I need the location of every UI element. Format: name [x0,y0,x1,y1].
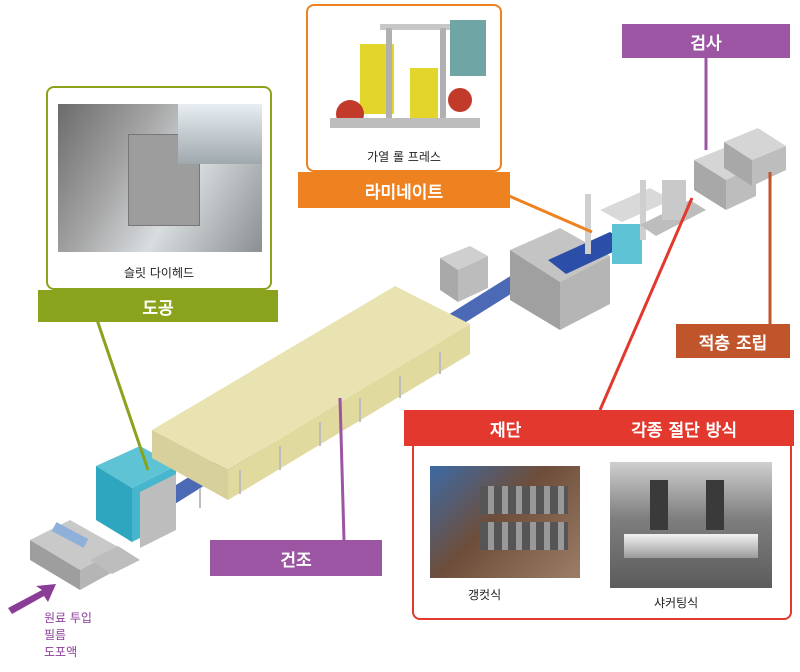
hot-roll-press-illustration [330,20,486,128]
coating-tag: 도공 [38,290,278,322]
slit-die-panel: 슬릿 다이헤드 [46,86,272,290]
drying-tag: 건조 [210,540,382,576]
roller-shape [178,104,262,164]
cutting-label: 재단 [490,420,522,441]
slit-die-caption: 슬릿 다이헤드 [123,266,195,280]
cutting-methods-label: 각종 절단 방식 [631,420,737,441]
laminate-tag: 라미네이트 [298,172,510,208]
shear-head-left-shape [650,480,668,530]
inspection-stacking-boxes [694,128,786,210]
hot-roll-press-caption: 가열 롤 프레스 [367,150,441,164]
shear-head-right-shape [706,480,724,530]
coating-leader-line [90,304,150,471]
drying-oven [152,286,470,508]
input-arrow-icon [8,584,56,614]
laminate-machines [440,180,706,330]
shear-cut-caption: 샤커팅식 [654,596,699,610]
cutting-leader-line [598,197,694,411]
upper-blade-roll-shape [480,486,568,514]
shear-cut-photo [610,462,772,588]
shear-roller-shape [624,534,758,558]
inspection-tag: 검사 [622,24,790,58]
input-line-3: 도포액 [44,645,78,659]
unwinder-machine [30,520,140,590]
hot-roll-press-panel: 가열 롤 프레스 [306,4,502,172]
drying-leader-line [338,397,346,541]
input-labels: 원료 투입 필름 도포액 [44,610,92,661]
gang-cut-caption: 갱컷식 [468,588,502,602]
stacking-tag: 적층 조립 [676,324,790,358]
lower-blade-roll-shape [480,522,568,550]
slit-die-photo [58,104,262,252]
input-line-2: 필름 [44,628,67,642]
input-line-1: 원료 투입 [44,611,92,625]
gang-cut-photo [430,466,580,578]
laminate-leader-line [499,190,593,234]
cutting-tag: 재단 각종 절단 방식 [404,410,794,446]
